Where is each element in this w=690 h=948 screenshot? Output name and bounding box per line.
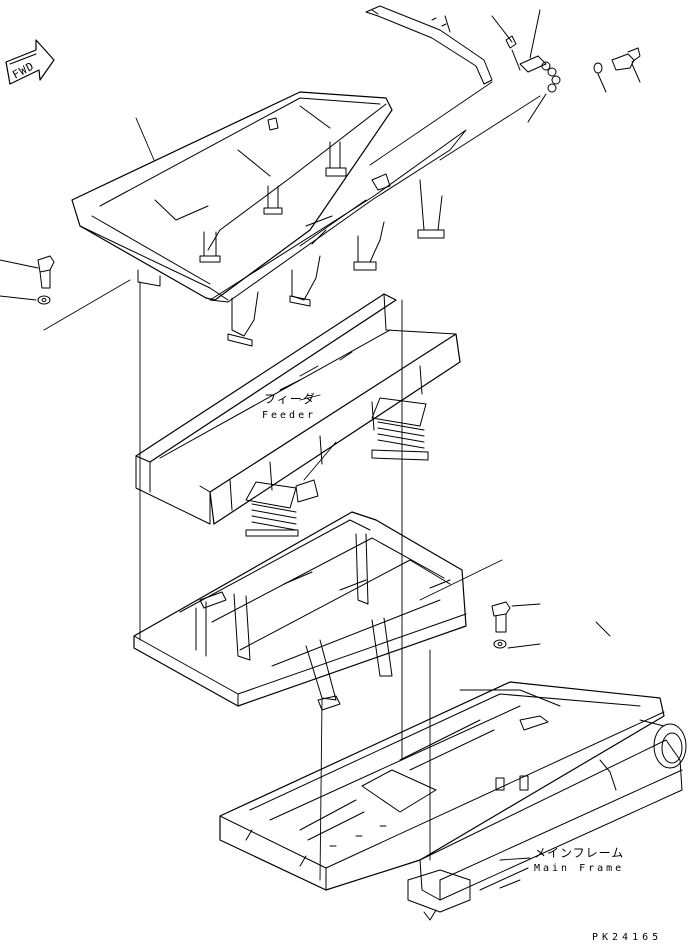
chain-part [519, 9, 561, 123]
leader-lines [0, 81, 611, 861]
feeder-label-jp: フィーダ [264, 392, 316, 406]
tool-bar-part [365, 5, 493, 85]
spring-left [245, 481, 299, 537]
bolt-left [37, 255, 55, 289]
main-frame-assembly [219, 681, 687, 921]
hopper-assembly [71, 91, 467, 347]
bolt-right [491, 601, 511, 633]
spring-right [371, 397, 429, 461]
pin-part [491, 15, 521, 71]
fwd-arrow-icon [5, 39, 55, 85]
feeder-assembly [135, 293, 461, 537]
washer-left [37, 295, 51, 305]
alignment-lines [139, 281, 431, 881]
main-frame-label-jp: メインフレーム [534, 846, 625, 860]
support-frame [133, 511, 467, 711]
washer-right [493, 639, 507, 649]
washer-part [593, 62, 607, 93]
drawing-number: PK24165 [592, 932, 663, 943]
feeder-label-en: Feeder [262, 410, 317, 421]
main-frame-label-en: Main Frame [534, 863, 625, 874]
bolt-part [611, 47, 641, 83]
